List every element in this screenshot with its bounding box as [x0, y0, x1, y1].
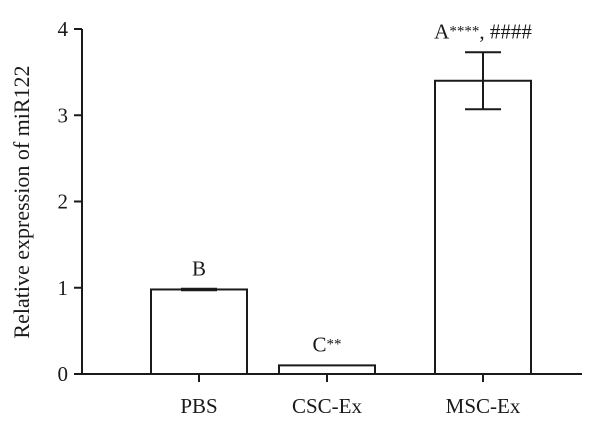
x-tick-label: MSC-Ex	[446, 394, 521, 418]
annotation-hash: , ####	[479, 19, 532, 43]
y-tick-label: 1	[58, 276, 69, 300]
annotation-letter: C	[312, 332, 326, 356]
annotation-stars: ****	[449, 23, 479, 39]
y-tick-label: 0	[58, 362, 69, 386]
y-tick-label: 2	[58, 190, 69, 214]
x-tick-label: CSC-Ex	[292, 394, 363, 418]
bar-annotation: B	[192, 256, 206, 280]
bar-annotation: C**	[312, 332, 341, 356]
bar-annotation: A****, ####	[434, 19, 532, 43]
x-tick-label: PBS	[180, 394, 217, 418]
y-tick-label: 3	[58, 103, 69, 127]
bar-msc-ex	[434, 79, 532, 375]
annotation-letter: B	[192, 256, 206, 280]
y-axis-title: Relative expression of miR122	[9, 65, 34, 338]
annotation-letter: A	[434, 19, 450, 43]
annotation-stars: **	[327, 336, 342, 352]
bar-csc-ex	[278, 364, 376, 375]
bar-pbs	[150, 288, 248, 376]
y-tick-label: 4	[58, 17, 69, 41]
